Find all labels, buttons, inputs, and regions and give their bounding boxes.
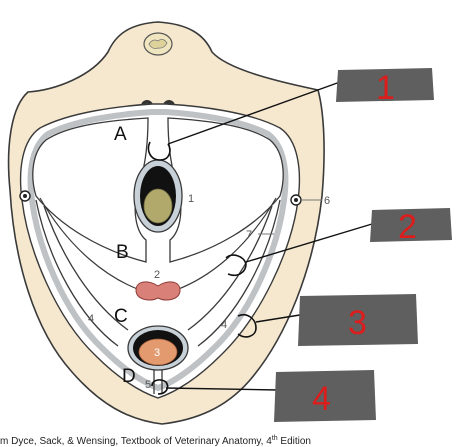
region-letter-B: B: [116, 242, 129, 263]
heart: [127, 325, 189, 371]
structure-number-2: 2: [154, 269, 160, 281]
marker-B: [225, 254, 247, 277]
answer-box-2: 2: [370, 208, 452, 246]
answer-box-3: 3: [298, 294, 418, 346]
structure-number-6: 6: [324, 195, 330, 207]
lower-pleural-layer-right: [197, 199, 281, 347]
structure-number-7: 7: [246, 229, 252, 241]
lower-pleural-layer-left: [35, 199, 119, 347]
structure-number-1: 1: [188, 193, 194, 205]
caption-end: Edition: [278, 436, 311, 447]
region-letter-A: A: [114, 124, 127, 145]
caption-main: m Dyce, Sack, & Wensing, Textbook of Vet…: [0, 436, 272, 447]
structure-number-4-left: 4: [88, 313, 94, 325]
trachea: [135, 281, 181, 301]
answer-label-1: 1: [376, 69, 395, 107]
caption-sup: th: [272, 435, 278, 442]
region-letter-C: C: [114, 306, 128, 327]
marker-D: [151, 379, 169, 395]
parietal-pleura-inner: [27, 109, 289, 392]
marker-A: [147, 141, 171, 161]
answer-label-2: 2: [398, 208, 417, 246]
right-side-node: [290, 194, 302, 206]
structure-number-5: 5: [145, 379, 151, 391]
esophagus: [133, 159, 183, 233]
answer-box-4: 4: [274, 370, 376, 422]
answer-box-1: 1: [336, 68, 434, 107]
marker-C: [237, 313, 257, 338]
leader-line-4: [165, 387, 279, 391]
region-letter-D: D: [122, 366, 136, 387]
lower-pleural-layer-left-2: [43, 205, 129, 331]
vertebra-icon: [143, 32, 173, 56]
mid-membrane-right: [175, 197, 277, 291]
structure-number-4-right: 4: [221, 319, 227, 331]
answer-label-3: 3: [348, 304, 367, 342]
leader-line-2: [245, 223, 373, 263]
mid-membrane-left: [39, 197, 141, 291]
source-caption: m Dyce, Sack, & Wensing, Textbook of Vet…: [0, 435, 311, 447]
leader-line-3: [255, 313, 307, 323]
leader-line-1: [167, 81, 341, 145]
answer-label-4: 4: [312, 380, 331, 418]
structure-number-3: 3: [154, 347, 160, 359]
left-side-node: [19, 190, 31, 202]
lower-pleural-layer-right-2: [187, 205, 273, 331]
